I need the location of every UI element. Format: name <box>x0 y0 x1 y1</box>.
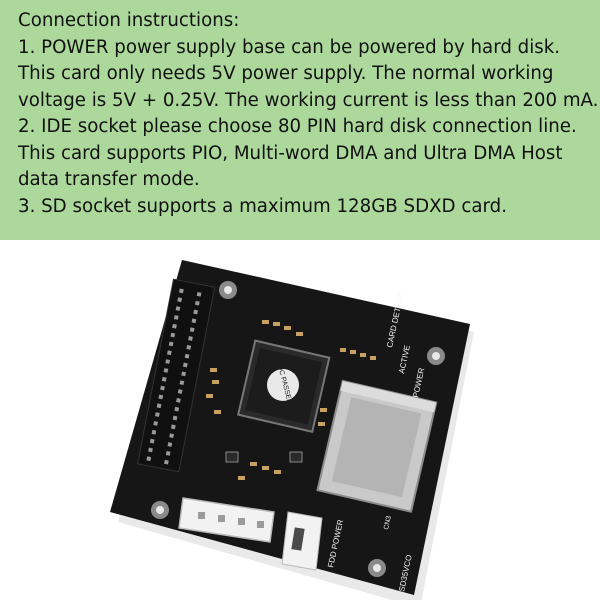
instruction-line: voltage is 5V + 0.25V. The working curre… <box>18 89 599 111</box>
instruction-line: data transfer mode. <box>18 169 200 190</box>
mounting-hole <box>219 281 237 299</box>
sd-card-socket <box>316 379 438 513</box>
instruction-line: 1. POWER power supply base can be powere… <box>18 36 561 58</box>
smd-components <box>206 320 376 480</box>
qc-passed-sticker: QC PASSED <box>267 364 299 405</box>
instructions-panel: Connection instructions: 1. POWER power … <box>0 0 600 240</box>
mounting-hole <box>151 501 169 519</box>
power-switch <box>281 511 323 571</box>
instruction-line: 3. SD socket supports a maximum 128GB SD… <box>18 195 507 217</box>
mounting-hole <box>427 347 445 365</box>
cn3-label: CN3 <box>383 515 393 530</box>
ide-header <box>137 278 216 473</box>
fdd-power-connector <box>178 497 275 543</box>
mounting-hole <box>368 559 386 577</box>
sd-to-ide-adapter-photo: QC PASSED CARD DETECT ACTIVE POWER <box>110 260 474 600</box>
instruction-line: This card only needs 5V power supply. Th… <box>18 63 554 84</box>
instruction-line: This card supports PIO, Multi-word DMA a… <box>18 142 563 164</box>
instruction-line: 2. IDE socket please choose 80 PIN hard … <box>18 116 577 137</box>
instructions-title: Connection instructions: <box>18 10 240 31</box>
transistor <box>225 451 303 463</box>
